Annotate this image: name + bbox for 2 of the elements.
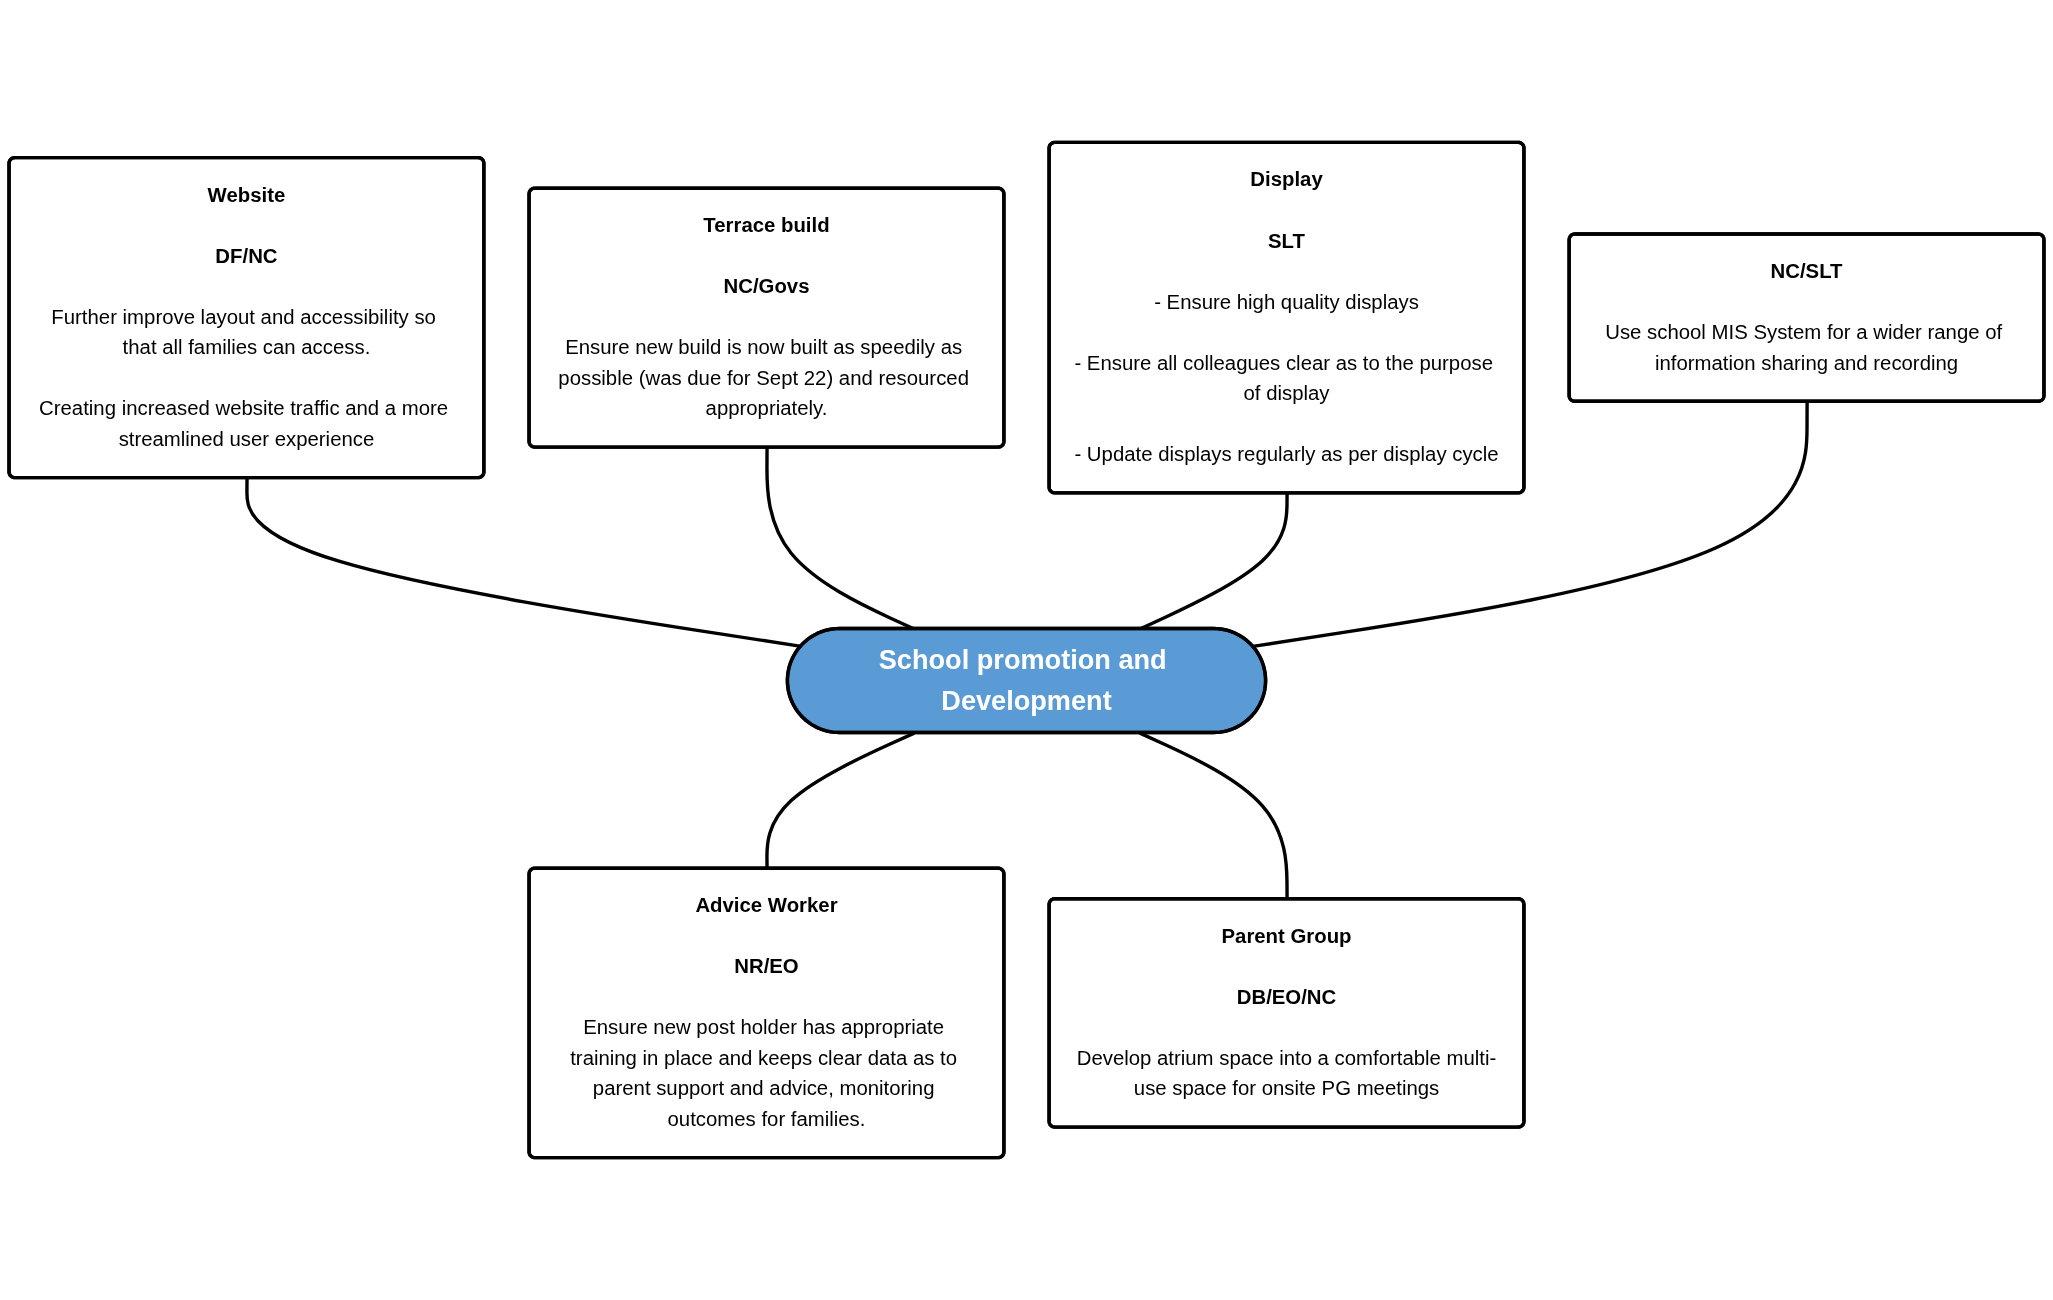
connector — [1252, 401, 1809, 649]
connector — [245, 478, 802, 649]
